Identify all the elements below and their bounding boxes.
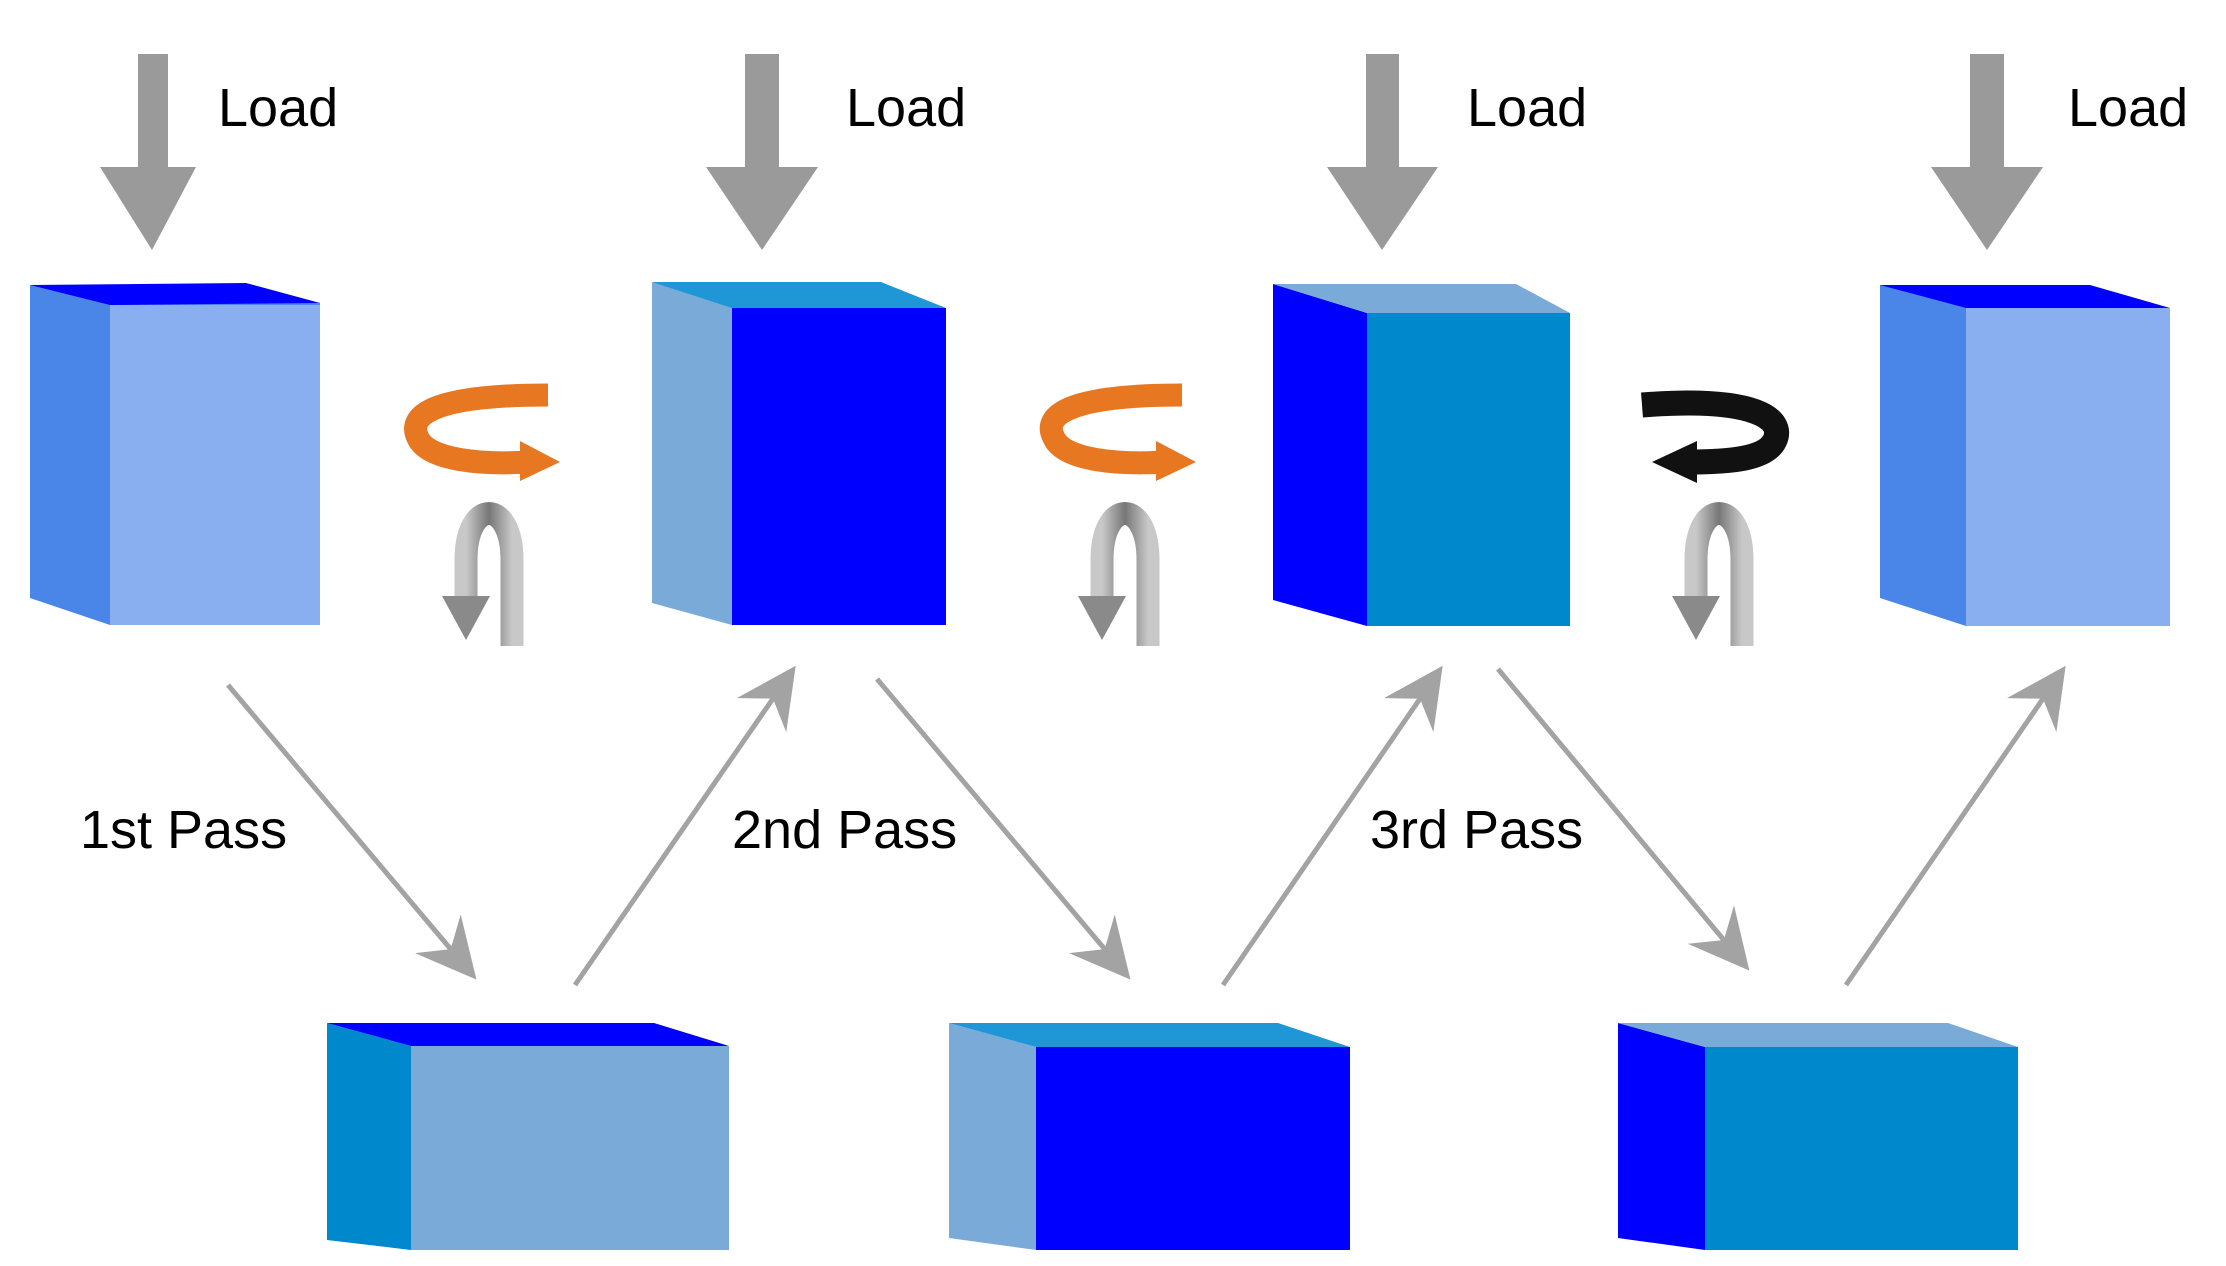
pass-label-1: 1st Pass	[80, 800, 287, 860]
rotation-arrow-horizontal-1	[404, 383, 560, 481]
pass-arrow-down-2	[875, 677, 1131, 980]
load-label-3: Load	[1467, 78, 1587, 138]
load-arrow-4	[1931, 54, 2043, 250]
rotation-arrow-vertical-2	[1078, 502, 1160, 646]
rotation-arrow-horizontal-3	[1641, 390, 1790, 483]
load-arrow-3	[1327, 54, 1438, 250]
rotation-arrow-vertical-1	[442, 502, 524, 646]
block-top-1	[30, 283, 320, 625]
rotation-arrow-vertical-3	[1672, 502, 1754, 646]
pass-arrow-down-1	[226, 683, 477, 980]
block-top-4	[1880, 285, 2170, 626]
pass-arrow-down-3	[1496, 667, 1750, 971]
pass-arrows	[226, 665, 2066, 987]
load-label-1: Load	[218, 78, 338, 138]
load-arrow-2	[706, 54, 818, 250]
block-bottom-2	[949, 1023, 1350, 1250]
pass-arrow-up-2	[1220, 665, 1443, 987]
load-label-2: Load	[846, 78, 966, 138]
pass-label-2: 2nd Pass	[732, 800, 957, 860]
load-arrow-1	[100, 54, 196, 250]
block-bottom-1	[327, 1023, 729, 1250]
pass-arrow-up-1	[572, 665, 796, 987]
block-top-2	[652, 282, 946, 625]
block-top-3	[1273, 284, 1570, 626]
pass-arrow-up-3	[1843, 665, 2066, 987]
load-label-4: Load	[2068, 78, 2188, 138]
rotation-arrow-horizontal-2	[1039, 383, 1196, 481]
pass-label-3: 3rd Pass	[1370, 800, 1583, 860]
block-bottom-3	[1618, 1023, 2018, 1250]
